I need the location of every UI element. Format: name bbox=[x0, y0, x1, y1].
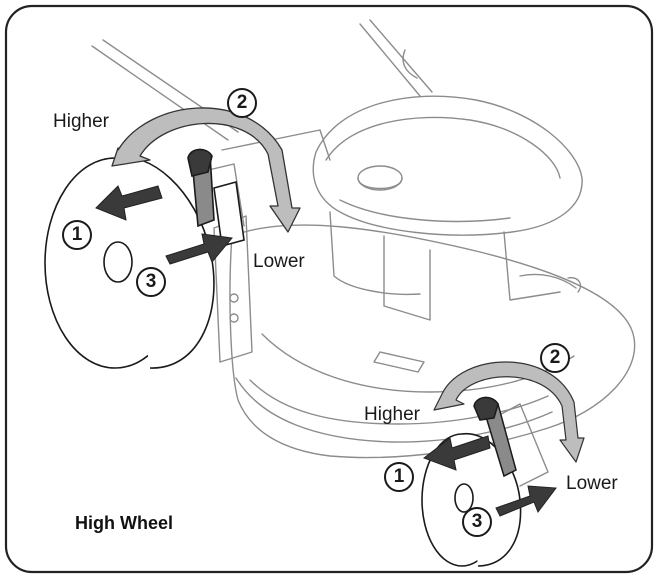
front-higher-label: Higher bbox=[53, 111, 109, 132]
front-pull-arrow bbox=[95, 185, 163, 221]
rear-pull-arrow bbox=[422, 435, 491, 471]
rear-higher-label: Higher bbox=[364, 404, 420, 425]
front-wheel bbox=[44, 156, 215, 369]
front-wheel-hub bbox=[103, 241, 133, 283]
front-step-1-badge: 1 bbox=[62, 220, 92, 250]
front-push-arrow bbox=[165, 233, 233, 265]
diagram-caption: High Wheel bbox=[75, 513, 173, 533]
rear-step-3-badge: 3 bbox=[462, 507, 492, 537]
front-rotation-arrow bbox=[111, 107, 301, 233]
rear-step-2-badge: 2 bbox=[540, 343, 570, 373]
border-frame bbox=[4, 4, 654, 574]
rear-height-lever bbox=[473, 396, 517, 478]
front-lower-label: Lower bbox=[253, 251, 305, 272]
rear-lower-label: Lower bbox=[566, 473, 618, 494]
rear-step-1-badge: 1 bbox=[384, 462, 414, 492]
rear-rotation-arrow bbox=[433, 361, 585, 463]
front-step-3-badge: 3 bbox=[136, 267, 166, 297]
front-height-lever bbox=[187, 148, 245, 248]
rear-push-arrow bbox=[495, 485, 557, 517]
front-step-2-badge: 2 bbox=[227, 88, 257, 118]
